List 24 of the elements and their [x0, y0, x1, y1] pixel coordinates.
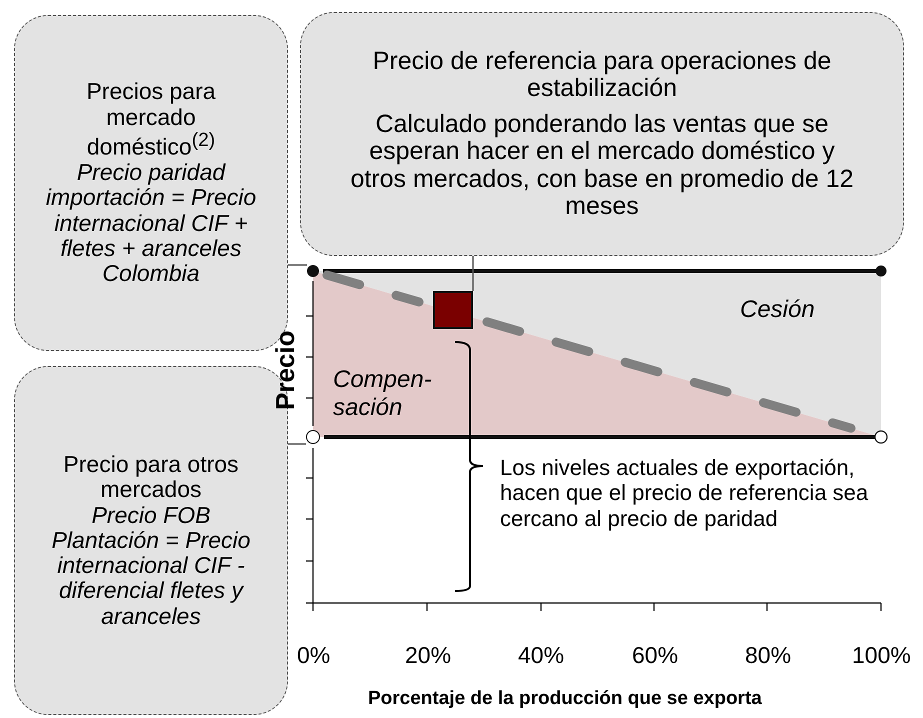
- callout-text: Precio paridad importación = Precio internacional CIF + fletes + aranceles Colombia: [44, 160, 258, 287]
- area-label: Cesión: [740, 296, 815, 324]
- callout-heading: Precio para otros mercados: [62, 452, 240, 503]
- callout-bubble: [300, 12, 904, 256]
- area-label: Compen- sación: [333, 366, 433, 422]
- leader-line: [288, 443, 306, 445]
- axis-title: Precio: [270, 330, 301, 410]
- callout-heading: Precios para mercado doméstico$^{(2)}$: [85, 79, 217, 160]
- callout-heading: Precio de referencia para operaciones de estabilización: [372, 48, 832, 102]
- tick-label: 60%: [632, 642, 678, 669]
- leader-line: [472, 256, 474, 291]
- tick-label: 100%: [852, 642, 911, 669]
- point-marker: [306, 430, 320, 444]
- tick-label: 20%: [405, 642, 452, 669]
- reference-price-marker: [433, 291, 473, 329]
- callout-text: Calculado ponderando las ventas que se esperan hacer en el mercado doméstico y otros mercados, con base en promedio de 12 meses: [349, 110, 855, 220]
- callout-text: Precio FOB Plantación = Precio internacional CIF - diferencial fletes y aranceles: [50, 502, 252, 630]
- axis-title: Porcentaje de la producción que se exporta: [368, 688, 762, 710]
- point-marker: [307, 265, 319, 277]
- note-text: Los niveles actuales de exportación, hacen que el precio de referencia sea cercano al precio de paridad: [500, 455, 870, 531]
- leader-line: [288, 264, 307, 266]
- tick-label: 40%: [518, 642, 564, 669]
- tick-label: 0%: [297, 642, 330, 669]
- tick-label: 80%: [745, 642, 792, 669]
